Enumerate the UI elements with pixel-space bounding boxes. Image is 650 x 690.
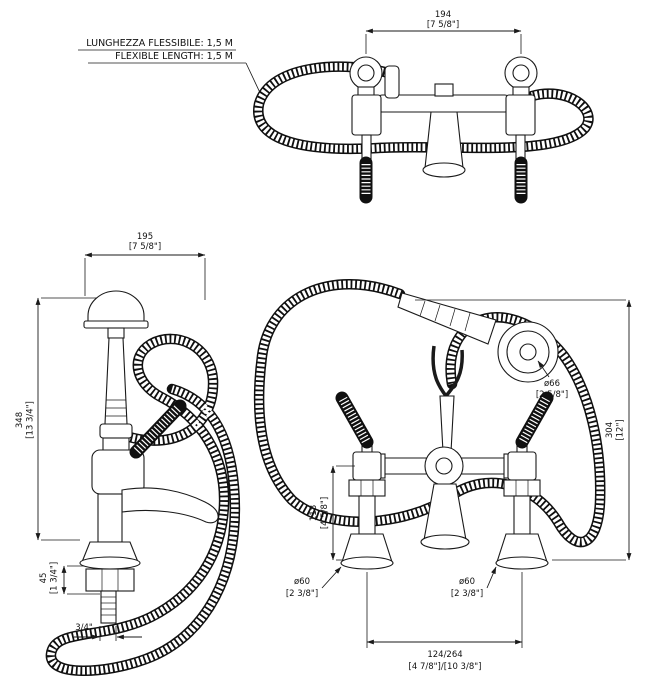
dim-60-right-inch: [2 3/8"] <box>451 589 483 599</box>
shower-hose-ribs <box>47 335 239 675</box>
spout <box>121 487 219 524</box>
right-lever-ribs <box>519 396 550 444</box>
right-lever-handle <box>515 391 554 449</box>
deck-mixer-front <box>340 439 549 570</box>
side-lever-handle <box>129 399 187 459</box>
dim-centers-inch: [4 7/8"]/[10 3/8"] <box>409 662 482 672</box>
leader-66 <box>537 360 550 378</box>
dim-194-mm: 194 <box>435 10 451 20</box>
leader-60-left <box>321 566 342 589</box>
dim-60-right-mm: ø60 <box>459 577 475 587</box>
handshower-grip <box>104 337 128 425</box>
dim-60-left-inch: [2 3/8"] <box>286 589 318 599</box>
wall-mount-view: 194 [7 5/8"] <box>253 10 594 204</box>
dim-thread: 3/4" <box>75 623 93 633</box>
right-valve <box>505 94 536 136</box>
leader-60-right <box>486 566 497 589</box>
dim-66-mm: ø66 <box>544 379 560 389</box>
left-valve <box>351 94 382 136</box>
spout <box>424 111 464 169</box>
side-view: 195 [7 5/8"] 348 [13 3/4"] 45 [1 3/4"] <box>15 232 241 676</box>
wall-mixer-body <box>349 56 538 178</box>
note-hose-length-it: LUNGHEZZA FLESSIBILE: 1,5 M <box>86 38 233 49</box>
threaded-shank <box>100 590 117 624</box>
dim-60-left-mm: ø60 <box>294 577 310 587</box>
dim-66-inch: [2 5/8"] <box>536 390 568 400</box>
dim-195-mm: 195 <box>137 232 153 242</box>
dim-118-inch: [4 5/8"] <box>320 497 330 529</box>
left-lever-handle <box>335 391 374 449</box>
cradle <box>99 423 133 439</box>
dim-195-inch: [7 5/8"] <box>129 242 161 252</box>
riser-column <box>439 395 455 453</box>
dim-45-inch: [1 3/4"] <box>50 562 60 594</box>
handshower-grip <box>397 292 497 345</box>
left-lever-ribs <box>339 396 370 444</box>
hose-length-note: LUNGHEZZA FLESSIBILE: 1,5 M FLEXIBLE LEN… <box>78 38 263 98</box>
dim-194-inch: [7 5/8"] <box>427 20 459 30</box>
front-view: ø66 [2 5/8"] 304 [12"] 118 [4 5/8"] ø60 … <box>253 279 632 672</box>
dim-304-inch: [12"] <box>616 419 626 440</box>
dim-348-mm: 348 <box>15 412 25 428</box>
handshower-post <box>384 65 400 99</box>
locknut <box>85 568 135 592</box>
dim-centers-mm: 124/264 <box>427 650 462 660</box>
deck-mixer-side <box>79 290 219 624</box>
dim-304-mm: 304 <box>605 422 615 438</box>
handshower-head <box>87 290 145 322</box>
dim-348-inch: [13 3/4"] <box>26 401 36 439</box>
right-valve-body <box>507 451 537 481</box>
left-valve-body <box>352 451 382 481</box>
side-lever-ribs <box>133 403 183 455</box>
dim-118-mm: 118 <box>309 505 319 521</box>
note-hose-length-en: FLEXIBLE LENGTH: 1,5 M <box>115 51 233 62</box>
dim-45-mm: 45 <box>39 573 49 584</box>
shower-hose <box>253 279 606 548</box>
shower-hose-ribs <box>254 62 593 153</box>
